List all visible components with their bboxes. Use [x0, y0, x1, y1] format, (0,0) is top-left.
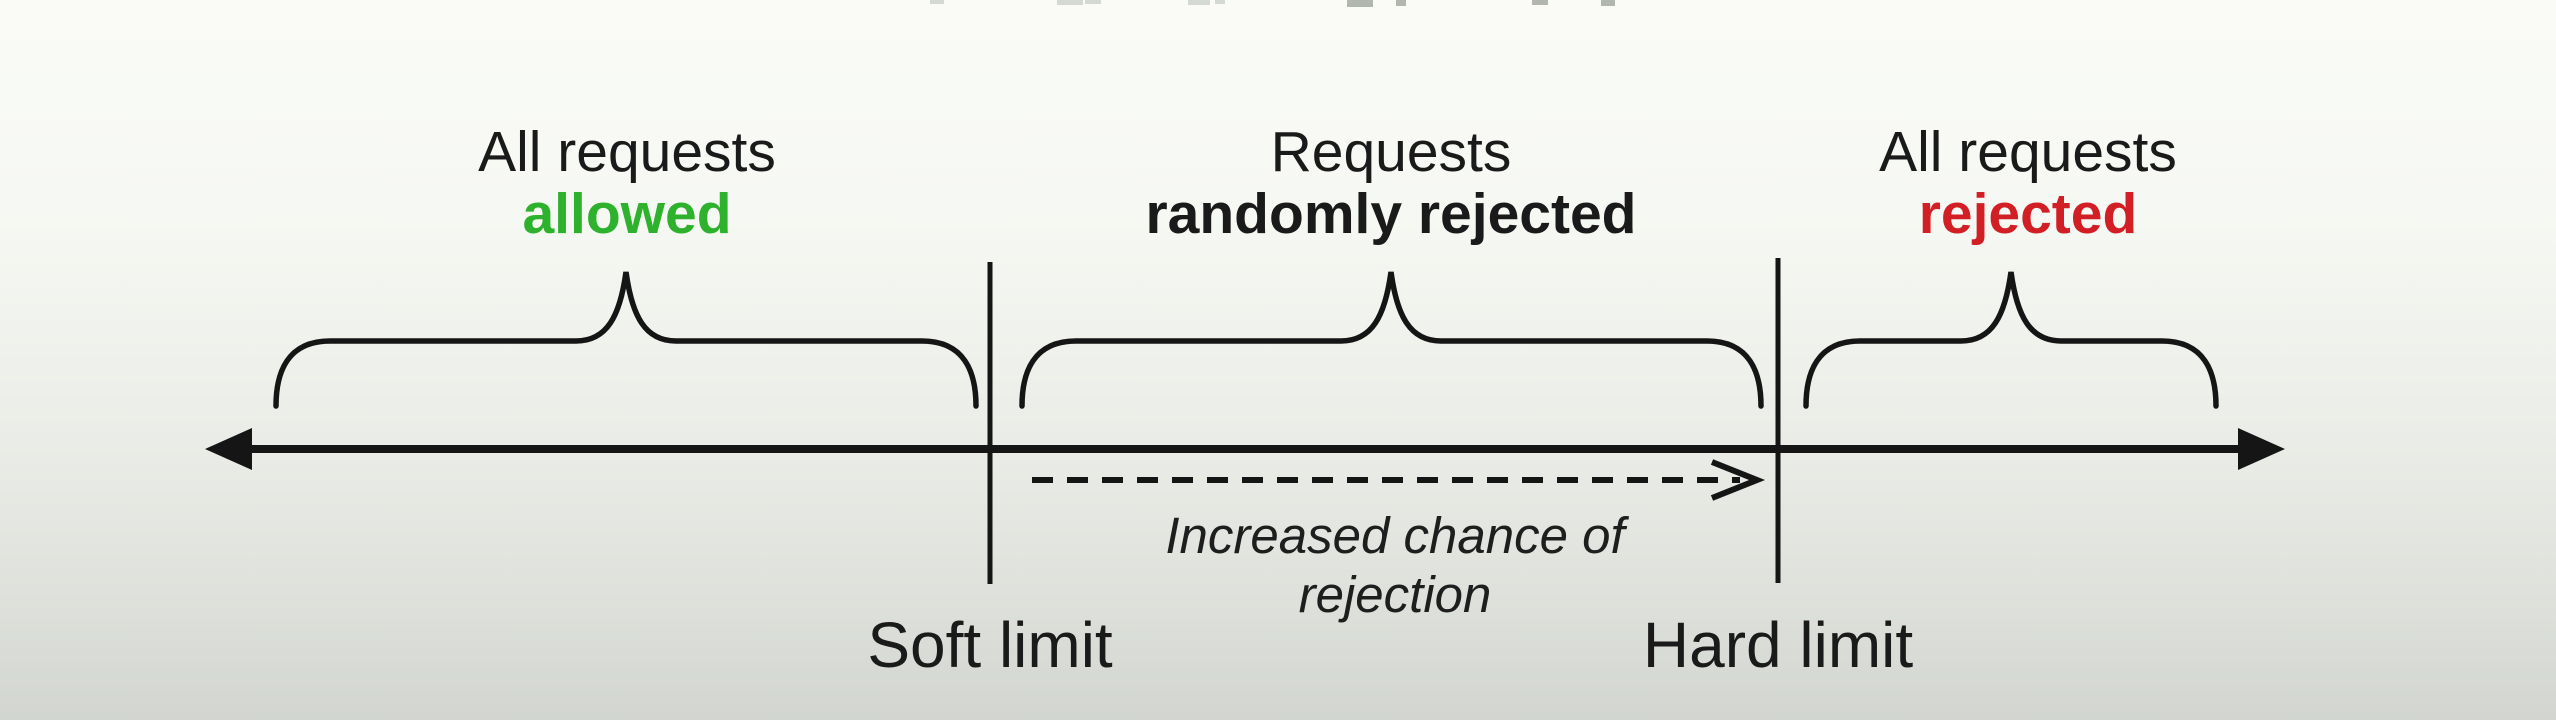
axis-right-arrowhead-icon	[2238, 428, 2285, 470]
increasing-rejection-arrow	[1032, 459, 1766, 501]
artifact-fragment	[1396, 0, 1406, 6]
brace-rejected	[1803, 271, 2219, 409]
brace-allowed	[273, 271, 979, 409]
soft-limit-label: Soft limit	[867, 609, 1113, 681]
dashed-arrowhead-icon	[1710, 459, 1766, 501]
capacity-axis	[205, 428, 2285, 470]
artifact-fragment	[1057, 0, 1083, 5]
brace-randomly-rejected	[1019, 271, 1764, 409]
annotation-line2: rejection	[1299, 566, 1492, 623]
randomly-rejected-label-line1: Requests	[1271, 120, 1512, 184]
top-edge-artifacts	[930, 0, 1615, 7]
rejected-label-line2: rejected	[1919, 182, 2138, 246]
allowed-label-line2: allowed	[522, 182, 731, 246]
artifact-fragment	[1188, 0, 1210, 5]
axis-left-arrowhead-icon	[205, 428, 252, 470]
region-labels: All requests allowed Requests randomly r…	[478, 120, 2177, 246]
rejected-label-line1: All requests	[1879, 120, 2177, 184]
artifact-fragment	[1532, 0, 1548, 5]
artifact-fragment	[1085, 0, 1101, 4]
allowed-label-line1: All requests	[478, 120, 776, 184]
limit-labels: Soft limit Hard limit	[867, 609, 1913, 681]
artifact-fragment	[1601, 0, 1615, 6]
artifact-fragment	[930, 0, 944, 4]
annotation: Increased chance of rejection	[1165, 507, 1629, 623]
hard-limit-label: Hard limit	[1643, 609, 1913, 681]
randomly-rejected-label-line2: randomly rejected	[1145, 182, 1636, 246]
artifact-fragment	[1215, 0, 1225, 4]
artifact-fragment	[1347, 0, 1373, 7]
annotation-line1: Increased chance of	[1165, 507, 1629, 564]
